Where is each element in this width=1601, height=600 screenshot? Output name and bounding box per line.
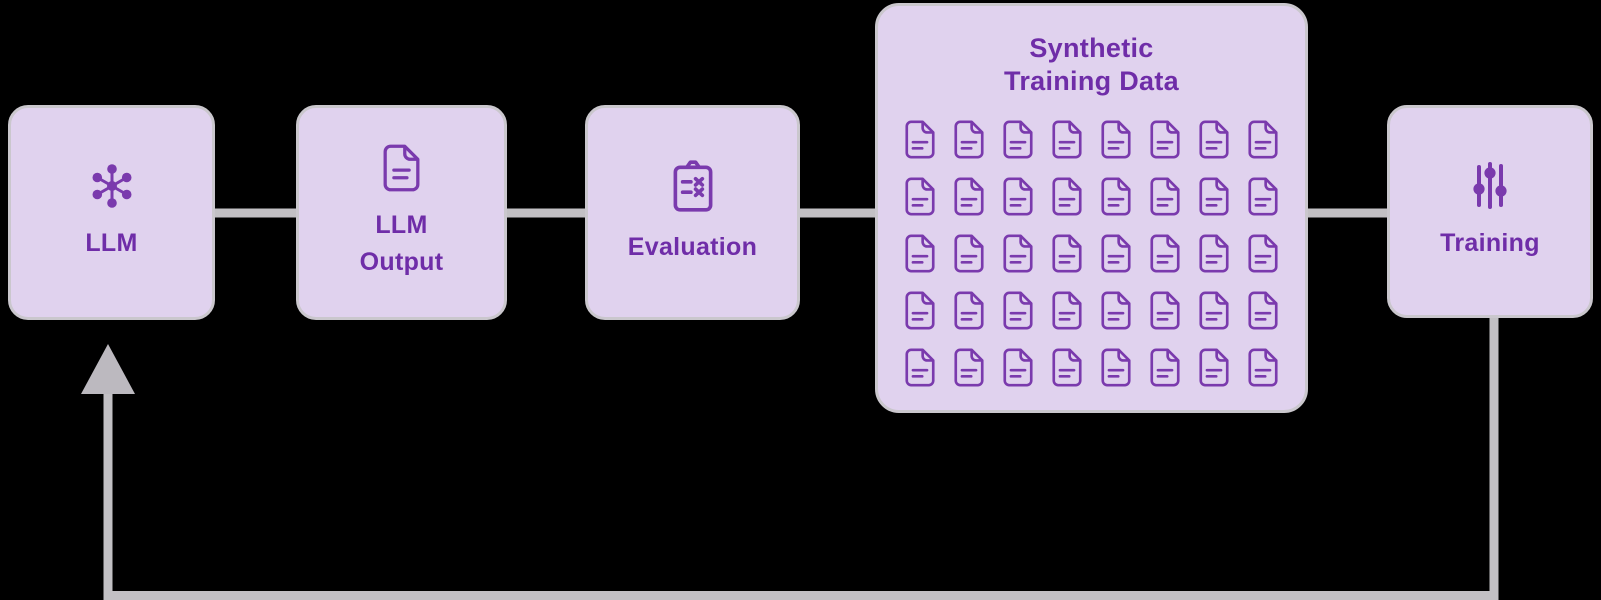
document-icon <box>1101 234 1131 273</box>
node-training: Training <box>1387 105 1593 318</box>
document-icon <box>905 177 935 216</box>
document-icon <box>954 177 984 216</box>
document-icon <box>905 348 935 387</box>
document-icon <box>1101 120 1131 159</box>
node-synthetic-training-data: Synthetic Training Data <box>875 3 1308 413</box>
document-icon <box>1101 348 1131 387</box>
document-icon <box>383 144 420 191</box>
clipboard-checklist-icon <box>673 160 712 212</box>
document-icon <box>954 234 984 273</box>
node-training-label: Training <box>1440 229 1540 258</box>
document-icon <box>1052 177 1082 216</box>
document-icon <box>1199 177 1229 216</box>
document-icon <box>1003 234 1033 273</box>
document-icon <box>1003 120 1033 159</box>
node-llm-label: LLM <box>85 229 138 258</box>
feedback-loop-line <box>103 316 1499 600</box>
sliders-icon <box>1473 162 1507 210</box>
document-icon <box>1150 291 1180 330</box>
document-icon <box>905 291 935 330</box>
document-icon <box>1101 291 1131 330</box>
document-icon <box>954 291 984 330</box>
document-icon <box>1199 120 1229 159</box>
node-evaluation: Evaluation <box>585 105 800 320</box>
document-icon <box>1150 177 1180 216</box>
document-icon <box>1101 177 1131 216</box>
document-icon <box>1248 120 1278 159</box>
document-icon <box>954 348 984 387</box>
node-llm-output: LLM Output <box>296 105 507 320</box>
feedback-arrowhead-icon <box>81 344 135 394</box>
document-icon <box>1052 291 1082 330</box>
node-llm: LLM <box>8 105 215 320</box>
document-icon <box>905 120 935 159</box>
document-icon <box>1199 291 1229 330</box>
node-llm-output-label: LLM Output <box>359 210 444 277</box>
document-icon <box>1003 348 1033 387</box>
document-icon <box>1150 348 1180 387</box>
document-icon <box>1248 291 1278 330</box>
document-icon <box>1199 348 1229 387</box>
node-evaluation-label: Evaluation <box>627 233 758 262</box>
document-icon <box>1052 234 1082 273</box>
document-icon <box>1248 177 1278 216</box>
document-icon <box>905 234 935 273</box>
node-synthetic-title: Synthetic Training Data <box>1004 33 1179 96</box>
document-icon <box>1150 120 1180 159</box>
document-icon <box>1003 177 1033 216</box>
document-icon <box>1052 120 1082 159</box>
document-icon <box>1248 234 1278 273</box>
document-icon <box>1248 348 1278 387</box>
network-hub-icon <box>92 164 131 209</box>
document-icon <box>1052 348 1082 387</box>
document-icon <box>1003 291 1033 330</box>
document-icon <box>1199 234 1229 273</box>
document-icon <box>1150 234 1180 273</box>
document-grid <box>905 119 1278 388</box>
document-icon <box>954 120 984 159</box>
